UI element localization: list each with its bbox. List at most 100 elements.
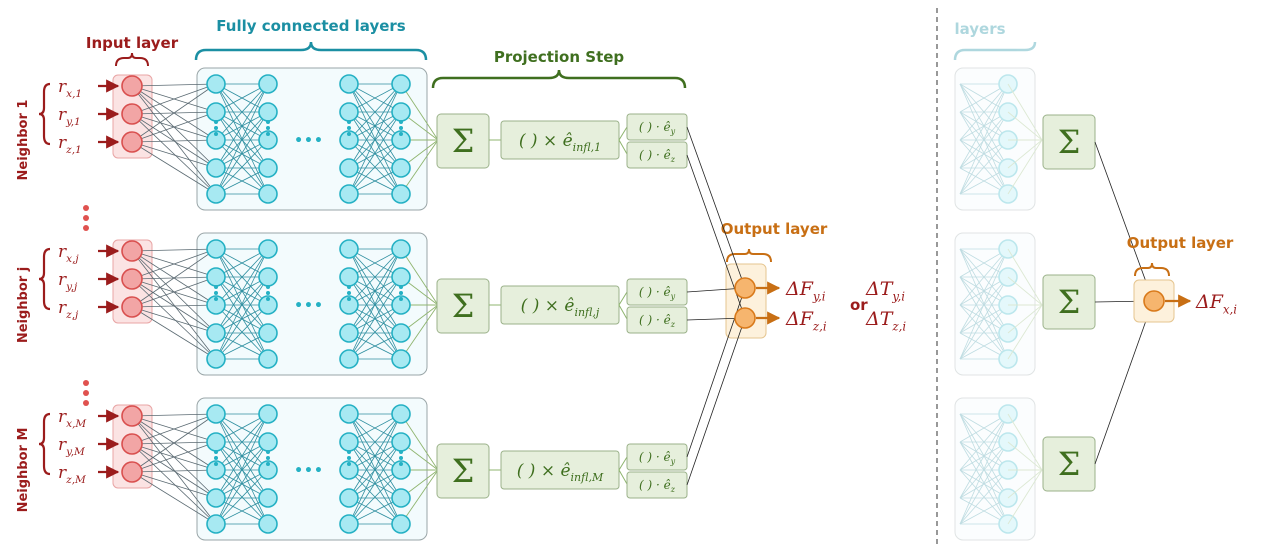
hidden-node — [391, 184, 411, 204]
dot-product-label: ( ) · êy — [639, 450, 676, 466]
hidden-node — [339, 404, 359, 424]
input-label: rz,j — [58, 298, 79, 321]
hidden-node — [339, 323, 359, 343]
dot-product-label: ( ) · êz — [639, 478, 676, 494]
hidden-node — [339, 488, 359, 508]
hidden-node — [206, 295, 226, 315]
hidden-node — [258, 349, 278, 369]
sum-symbol: Σ — [452, 122, 475, 160]
input-label: ry,j — [58, 270, 78, 293]
hidden-node — [998, 432, 1018, 452]
hidden-node — [258, 267, 278, 287]
sum-symbol: Σ — [1058, 283, 1081, 321]
proj-split-edge — [618, 126, 628, 155]
output-torque-y: ΔTy,i — [865, 278, 905, 303]
neighbor-block-3: Neighbor Mrx,Mry,Mrz,M•••Σ( ) × êinfl,M(… — [16, 397, 688, 541]
hidden-node — [258, 102, 278, 122]
hidden-node — [391, 323, 411, 343]
hidden-column-dots — [266, 120, 270, 136]
neighbor-ellipsis-1 — [83, 205, 89, 231]
hidden-column-dots — [347, 285, 351, 301]
output-force-y: ΔFy,i — [785, 278, 826, 303]
hidden-node — [339, 184, 359, 204]
hidden-node — [258, 323, 278, 343]
hidden-node — [391, 514, 411, 534]
input-label: rz,M — [58, 463, 86, 486]
hidden-node — [258, 184, 278, 204]
hidden-node — [391, 488, 411, 508]
svg-text:Fully connected layers: Fully connected layers — [216, 17, 406, 35]
hidden-node — [258, 432, 278, 452]
input-label: rx,1 — [58, 77, 82, 100]
header-fully-connected: Fully connected layers — [194, 17, 428, 61]
hidden-node — [391, 404, 411, 424]
hidden-node — [258, 460, 278, 480]
hidden-node — [339, 239, 359, 259]
output-node-right — [1143, 290, 1165, 312]
hidden-node — [998, 460, 1018, 480]
dot-product-label: ( ) · êy — [639, 285, 676, 301]
neighbor-brace — [38, 412, 51, 476]
sum-symbol: Σ — [452, 452, 475, 490]
right-output-edge — [1094, 141, 1154, 302]
hidden-node — [998, 74, 1018, 94]
hidden-edges-1 — [215, 248, 269, 360]
hidden-node — [258, 74, 278, 94]
output-node — [734, 307, 756, 329]
hidden-column-dots — [399, 120, 403, 136]
hidden-node — [998, 184, 1018, 204]
hidden-node — [391, 460, 411, 480]
neighbor-block-2: Neighbor jrx,jry,jrz,j•••Σ( ) × êinfl,j(… — [16, 232, 688, 376]
hidden-node — [339, 158, 359, 178]
hidden-node — [339, 432, 359, 452]
header-output-layer-right: Output layer — [1127, 234, 1234, 252]
hidden-node — [206, 74, 226, 94]
projection-label: ( ) × êinfl,1 — [519, 131, 601, 154]
hidden-node — [258, 514, 278, 534]
neighbor-brace — [38, 82, 51, 146]
hidden-node — [391, 295, 411, 315]
hidden-node — [206, 158, 226, 178]
hidden-node — [391, 432, 411, 452]
hidden-node — [206, 130, 226, 150]
hidden-node — [391, 130, 411, 150]
output-torque-z: ΔTz,i — [865, 308, 906, 333]
hidden-column-dots — [214, 285, 218, 301]
hidden-node — [998, 349, 1018, 369]
hidden-node — [391, 349, 411, 369]
neighbor-label: Neighbor j — [16, 267, 31, 343]
layers-ellipsis: ••• — [294, 133, 324, 149]
svg-text:Input layer: Input layer — [86, 34, 179, 52]
input-node — [121, 103, 143, 125]
hidden-node — [339, 514, 359, 534]
input-label: ry,1 — [58, 105, 81, 128]
proj-split-edge — [618, 291, 628, 320]
right-output-edge — [1094, 300, 1154, 465]
hidden-node — [391, 158, 411, 178]
hidden-node — [339, 102, 359, 122]
input-edges — [131, 83, 217, 195]
projection-label: ( ) × êinfl,j — [521, 296, 600, 319]
input-edges — [131, 413, 217, 525]
sum-box — [436, 443, 490, 499]
hidden-node — [258, 488, 278, 508]
neighbor-label: Neighbor M — [16, 428, 31, 513]
projection-label: ( ) × êinfl,M — [517, 461, 604, 484]
dot-product-label: ( ) · êz — [639, 313, 676, 329]
output-force-x: ΔFx,i — [1195, 291, 1237, 316]
hidden-node — [258, 239, 278, 259]
neighbor-ellipsis-2 — [83, 380, 89, 406]
input-node — [121, 268, 143, 290]
hidden-node — [391, 74, 411, 94]
dot-product-label: ( ) · êy — [639, 120, 676, 136]
sum-box — [436, 278, 490, 334]
hidden-node — [391, 102, 411, 122]
input-label: rz,1 — [58, 133, 82, 156]
header-projection-step: Projection Step — [431, 48, 687, 89]
svg-text:layers: layers — [954, 20, 1005, 38]
hidden-column-dots — [214, 450, 218, 466]
faded-network — [954, 67, 1043, 541]
hidden-column-dots — [399, 285, 403, 301]
output-force-z: ΔFz,i — [785, 308, 827, 333]
sum-symbol: Σ — [452, 287, 475, 325]
